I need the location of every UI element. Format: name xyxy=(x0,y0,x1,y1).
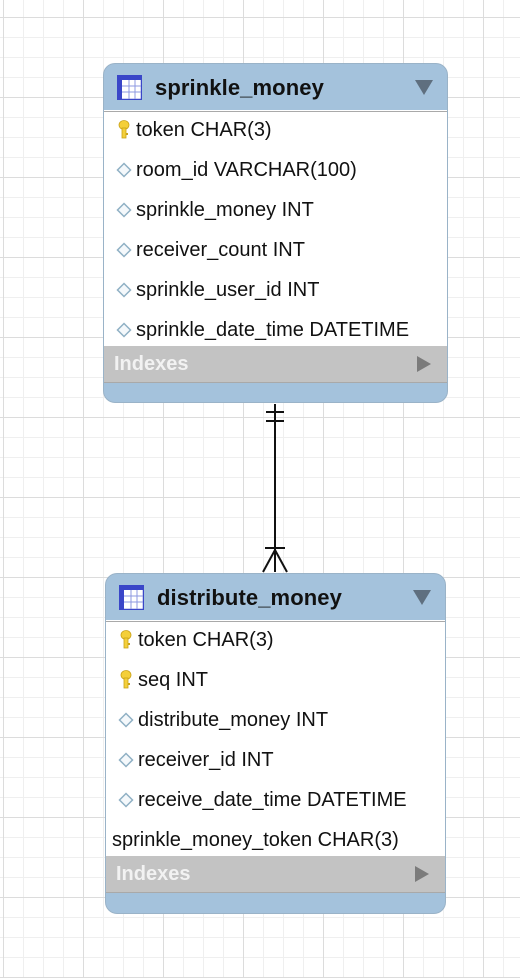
column-label: sprinkle_money_token CHAR(3) xyxy=(112,828,399,851)
table-header[interactable]: sprinkle_money xyxy=(104,64,447,112)
indexes-label: Indexes xyxy=(116,862,191,885)
column-diamond-icon xyxy=(112,282,136,298)
column-label: receiver_id INT xyxy=(138,748,274,771)
primary-key-icon xyxy=(114,630,138,650)
column-label: distribute_money INT xyxy=(138,708,329,731)
column-row[interactable]: room_id VARCHAR(100) xyxy=(104,150,447,190)
column-row[interactable]: token CHAR(3) xyxy=(106,620,445,660)
primary-key-icon xyxy=(112,120,136,140)
column-diamond-icon xyxy=(112,322,136,338)
table-title: distribute_money xyxy=(157,584,342,610)
column-diamond-icon xyxy=(112,162,136,178)
column-diamond-icon xyxy=(114,752,138,768)
column-row[interactable]: receive_date_time DATETIME xyxy=(106,780,445,820)
column-row[interactable]: sprinkle_date_time DATETIME xyxy=(104,310,447,350)
expand-triangle-icon[interactable] xyxy=(417,356,431,372)
table-distribute-money[interactable]: distribute_money token CHAR(3) xyxy=(105,573,446,914)
column-list: token CHAR(3) seq INT distribute_money I… xyxy=(106,620,445,856)
column-row[interactable]: seq INT xyxy=(106,660,445,700)
column-row[interactable]: sprinkle_user_id INT xyxy=(104,270,447,310)
column-label: token CHAR(3) xyxy=(138,628,274,651)
primary-key-icon xyxy=(114,670,138,690)
column-label: sprinkle_user_id INT xyxy=(136,278,320,301)
indexes-label: Indexes xyxy=(114,352,189,375)
column-diamond-icon xyxy=(114,712,138,728)
column-label: sprinkle_date_time DATETIME xyxy=(136,318,410,341)
column-row[interactable]: receiver_count INT xyxy=(104,230,447,270)
column-diamond-icon xyxy=(114,792,138,808)
column-label: token CHAR(3) xyxy=(136,118,272,141)
column-diamond-icon xyxy=(112,202,136,218)
column-row[interactable]: sprinkle_money INT xyxy=(104,190,447,230)
table-icon xyxy=(117,75,142,100)
indexes-section[interactable]: Indexes xyxy=(104,346,447,383)
indexes-section[interactable]: Indexes xyxy=(106,856,445,893)
table-title: sprinkle_money xyxy=(155,74,324,100)
crowfoot-left xyxy=(262,549,276,573)
column-label: room_id VARCHAR(100) xyxy=(136,158,357,181)
table-icon xyxy=(119,585,144,610)
crowfoot-right xyxy=(274,549,288,573)
column-label: receiver_count INT xyxy=(136,238,305,261)
table-header[interactable]: distribute_money xyxy=(106,574,445,622)
column-label: sprinkle_money INT xyxy=(136,198,314,221)
column-diamond-icon xyxy=(112,242,136,258)
column-label: seq INT xyxy=(138,668,209,691)
column-row[interactable]: token CHAR(3) xyxy=(104,110,447,150)
column-label: receive_date_time DATETIME xyxy=(138,788,407,811)
collapse-triangle-icon[interactable] xyxy=(415,80,433,95)
column-row[interactable]: receiver_id INT xyxy=(106,740,445,780)
collapse-triangle-icon[interactable] xyxy=(413,590,431,605)
expand-triangle-icon[interactable] xyxy=(415,866,429,882)
table-sprinkle-money[interactable]: sprinkle_money token CHAR(3) room_id V xyxy=(103,63,448,403)
column-row[interactable]: distribute_money INT xyxy=(106,700,445,740)
column-row[interactable]: sprinkle_money_token CHAR(3) xyxy=(106,820,445,860)
column-list: token CHAR(3) room_id VARCHAR(100) sprin… xyxy=(104,110,447,346)
